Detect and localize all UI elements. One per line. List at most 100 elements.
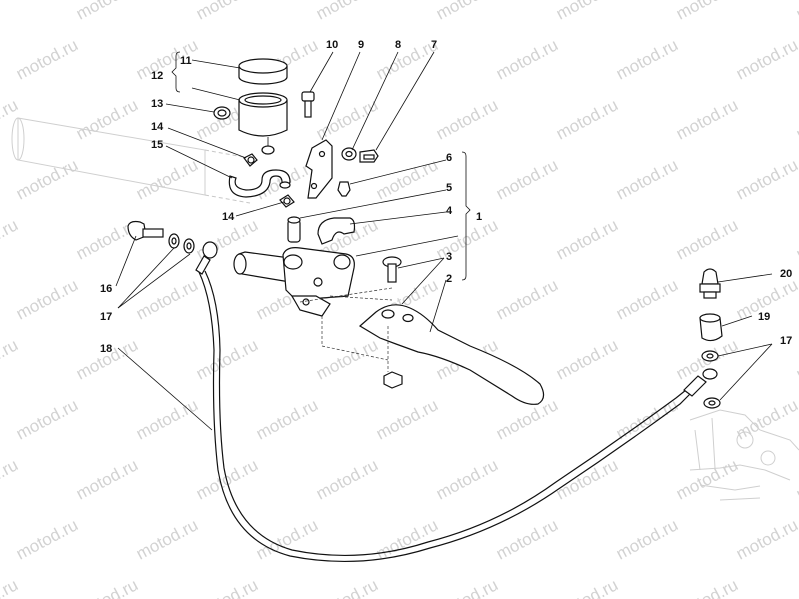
callout-17-right: 17 (780, 335, 792, 347)
callout-7: 7 (431, 39, 437, 51)
watermark-text: motod.ru (373, 155, 441, 203)
callout-17-left: 17 (100, 311, 112, 323)
master-cylinder-body (233, 247, 355, 317)
watermark-text: motod.ru (253, 515, 321, 563)
callout-13: 13 (151, 98, 163, 110)
watermark-text: motod.ru (313, 0, 381, 24)
watermark-text: motod.ru (193, 335, 261, 383)
callout-14-upper: 14 (151, 121, 164, 133)
watermark-text: motod.ru (733, 515, 799, 563)
watermark-text: motod.ru (553, 0, 621, 24)
bracket-bolt (301, 91, 315, 118)
watermark-text: motod.ru (613, 275, 681, 323)
callout-4: 4 (446, 205, 453, 217)
callout-8: 8 (395, 39, 401, 51)
washer-right-2 (703, 397, 721, 409)
watermark-text: motod.ru (373, 515, 441, 563)
callout-11: 11 (180, 55, 192, 67)
hose-clip-upper (243, 153, 258, 167)
watermark-text: motod.ru (553, 215, 621, 263)
washer-right-1 (701, 350, 719, 362)
watermark-text: motod.ru (133, 515, 201, 563)
watermark-text: motod.ru (733, 395, 799, 443)
watermark-text: motod.ru (313, 575, 381, 599)
watermark-text: motod.ru (73, 95, 141, 143)
watermark-text: motod.ru (553, 95, 621, 143)
watermark-text: motod.ru (613, 35, 681, 83)
watermark-text: motod.ru (793, 95, 799, 143)
watermark-text: motod.ru (133, 395, 201, 443)
bleed-screw (337, 181, 351, 197)
watermark-text: motod.ru (0, 215, 21, 263)
watermark-text: motod.ru (733, 35, 799, 83)
callout-16: 16 (100, 283, 112, 295)
watermark-text: motod.ru (553, 335, 621, 383)
callout-9: 9 (358, 39, 364, 51)
reservoir-hose (228, 169, 291, 198)
watermark-text: motod.ru (793, 455, 799, 503)
watermark-text: motod.ru (793, 215, 799, 263)
watermark-text: motod.ru (793, 575, 799, 599)
watermark-text: motod.ru (553, 455, 621, 503)
callout-14-lower: 14 (222, 211, 235, 223)
handlebar-ghost (11, 117, 261, 204)
watermark-text: motod.ru (373, 395, 441, 443)
washer-left-2 (183, 238, 195, 254)
banjo-bolt (127, 220, 164, 241)
watermark-text: motod.ru (673, 215, 741, 263)
watermark-text: motod.ru (493, 155, 561, 203)
watermark-text: motod.ru (253, 395, 321, 443)
watermark-text: motod.ru (493, 35, 561, 83)
banjo-fitting (287, 216, 301, 243)
watermark-text: motod.ru (133, 155, 201, 203)
assembly-guide-lines (299, 287, 393, 372)
watermark-text: motod.ru (0, 335, 21, 383)
lever-nut (383, 371, 403, 389)
watermark-text: motod.ru (313, 455, 381, 503)
group-bracket-1 (461, 151, 471, 281)
hose-clip-lower (279, 194, 295, 208)
callout-1: 1 (476, 211, 482, 223)
watermark-text: motod.ru (13, 515, 81, 563)
watermark-text: motod.ru (493, 275, 561, 323)
reservoir-bracket (305, 139, 333, 199)
callout-12: 12 (151, 70, 163, 82)
watermark-text: motod.ru (553, 575, 621, 599)
callout-5: 5 (446, 182, 452, 194)
callout-10: 10 (326, 39, 338, 51)
watermark-text: motod.ru (613, 515, 681, 563)
bleed-nipple (699, 268, 721, 299)
watermark-text: motod.ru (193, 0, 261, 24)
watermark-text: motod.ru (313, 335, 381, 383)
watermark-text: motod.ru (613, 155, 681, 203)
clutch-lever (358, 304, 545, 405)
watermark-text: motod.ru (13, 395, 81, 443)
pivot-bolt (382, 256, 402, 283)
callout-15: 15 (151, 139, 163, 151)
watermark-text: motod.ru (793, 0, 799, 24)
watermark-text: motod.ru (73, 455, 141, 503)
watermark-text: motod.ru (0, 575, 21, 599)
watermark-text: motod.ru (13, 275, 81, 323)
watermark-text: motod.ru (433, 575, 501, 599)
callout-2: 2 (446, 273, 452, 285)
watermark-text: motod.ru (133, 275, 201, 323)
watermark-text: motod.ru (13, 35, 81, 83)
handlebar-clamp (317, 217, 356, 245)
callout-19: 19 (758, 311, 770, 323)
watermark-text: motod.ru (13, 155, 81, 203)
watermark-text: motod.ru (433, 95, 501, 143)
watermark-text: motod.ru (673, 575, 741, 599)
leader-lines (115, 51, 773, 431)
watermark-text: motod.ru (493, 515, 561, 563)
grommet (213, 106, 231, 120)
watermark-text: motod.ru (673, 0, 741, 24)
caliper-ghost (689, 409, 799, 501)
watermark-text: motod.ru (0, 455, 21, 503)
fluid-reservoir (238, 92, 288, 155)
watermark-text: motod.ru (733, 155, 799, 203)
hose-banjo-upper (195, 241, 218, 275)
spacer (341, 147, 357, 161)
callout-20: 20 (780, 268, 792, 280)
